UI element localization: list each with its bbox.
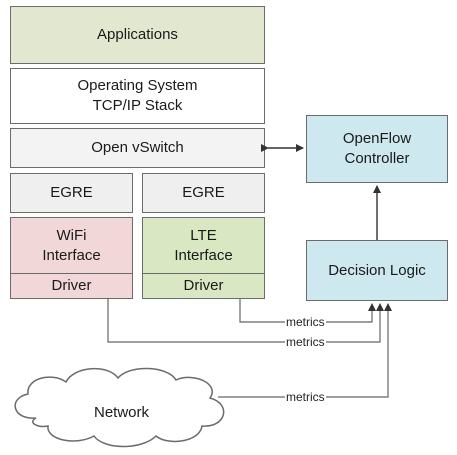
lte-driver-label: Driver <box>183 277 224 294</box>
egre-left-label: EGRE <box>50 184 93 201</box>
controller-label-line1: OpenFlow <box>342 130 412 147</box>
metrics-label-wifi: metrics <box>285 335 326 349</box>
wifi-driver-box: Driver <box>10 273 133 299</box>
decision-logic-box: Decision Logic <box>306 240 448 301</box>
wifi-driver-label: Driver <box>51 277 92 294</box>
metrics-label-network: metrics <box>285 390 326 404</box>
network-metrics-line <box>218 303 392 398</box>
wifi-metrics-line <box>107 299 384 343</box>
operating-system-box: Operating System TCP/IP Stack <box>10 68 265 124</box>
network-cloud <box>14 367 225 448</box>
wifi-label-line1: WiFi <box>56 226 87 244</box>
open-vswitch-label: Open vSwitch <box>91 139 184 156</box>
egre-left-box: EGRE <box>10 173 133 213</box>
lte-interface-box: LTE Interface <box>142 217 265 274</box>
os-label-line1: Operating System <box>77 77 198 94</box>
egre-right-box: EGRE <box>142 173 265 213</box>
os-label-line2: TCP/IP Stack <box>92 97 183 114</box>
applications-box: Applications <box>10 6 265 64</box>
controller-label-line2: Controller <box>344 150 410 167</box>
lte-label-line2: Interface <box>174 246 233 264</box>
wifi-label-line2: Interface <box>42 246 101 264</box>
lte-driver-box: Driver <box>142 273 265 299</box>
open-vswitch-box: Open vSwitch <box>10 128 265 168</box>
metrics-label-lte: metrics <box>285 315 326 329</box>
wifi-interface-box: WiFi Interface <box>10 217 133 274</box>
openflow-controller-box: OpenFlow Controller <box>306 115 448 183</box>
applications-label: Applications <box>97 26 178 43</box>
decision-logic-label: Decision Logic <box>328 261 426 279</box>
egre-right-label: EGRE <box>182 184 225 201</box>
network-label: Network <box>94 404 150 421</box>
lte-label-line1: LTE <box>190 226 217 244</box>
